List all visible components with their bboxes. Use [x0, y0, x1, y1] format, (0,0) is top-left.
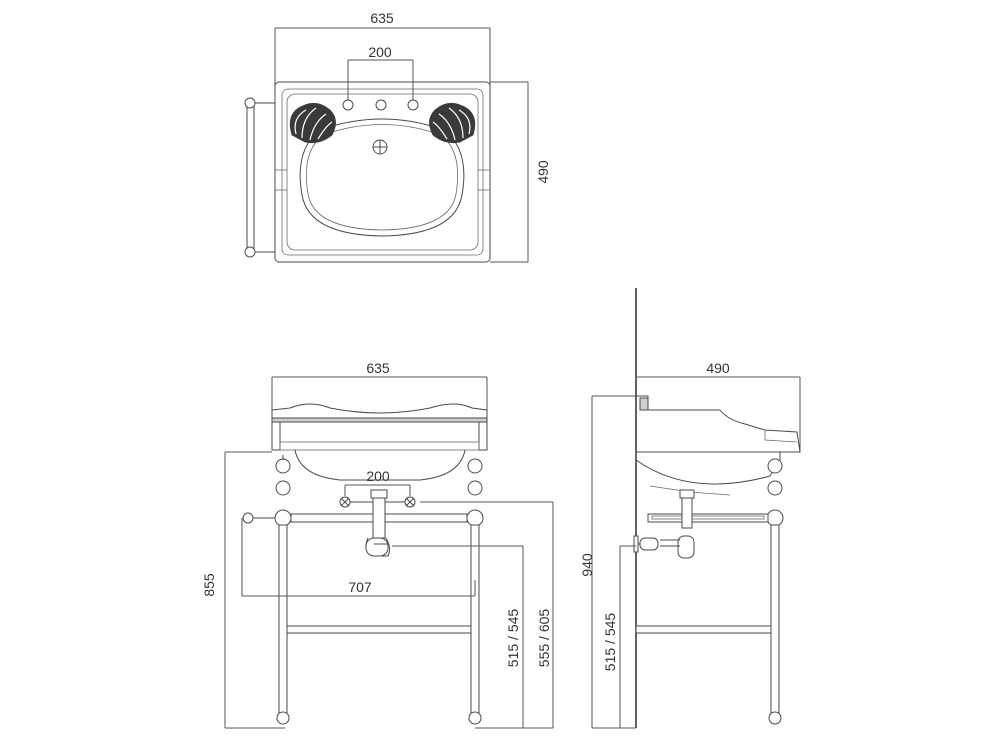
basin-bowl — [299, 118, 465, 237]
shell-ornament-left — [289, 102, 336, 144]
front-bottom-rail — [286, 625, 472, 634]
top-tap-spacing-label: 200 — [368, 44, 392, 60]
trap — [365, 537, 389, 557]
side-bottom-rail — [635, 625, 772, 634]
front-waste-height-label: 515 / 545 — [505, 609, 521, 668]
side-total-height-label: 940 — [579, 553, 595, 577]
leg-right — [466, 458, 484, 725]
shell-ornament-right — [429, 102, 476, 144]
front-total-height-label: 855 — [201, 573, 217, 597]
top-view: 635 200 490 — [244, 10, 551, 263]
front-tap-spacing-label: 200 — [366, 468, 390, 484]
tap-hole-left — [342, 99, 354, 111]
tap-hole-center — [375, 99, 387, 111]
top-depth-label: 490 — [535, 160, 551, 184]
front-view: 635 855 — [201, 360, 554, 729]
side-leg — [766, 458, 784, 725]
side-view: 490 940 515 — [579, 288, 801, 729]
towel-rail-top — [246, 102, 255, 254]
side-depth-label: 490 — [706, 360, 730, 376]
waste-fitting — [370, 489, 388, 499]
basin-side-profile — [636, 395, 801, 453]
front-tap-height-label: 555 / 605 — [536, 609, 552, 668]
front-width-label: 635 — [366, 360, 390, 376]
leg-left — [274, 455, 292, 725]
basin-top-outer — [274, 81, 491, 263]
basin-front-rim — [271, 403, 488, 419]
side-waste-height-label: 515 / 545 — [602, 613, 618, 672]
tap-hole-right — [407, 99, 419, 111]
front-rail-width-label: 707 — [348, 579, 372, 595]
top-width-label: 635 — [370, 10, 394, 26]
side-top-rail — [647, 513, 769, 523]
